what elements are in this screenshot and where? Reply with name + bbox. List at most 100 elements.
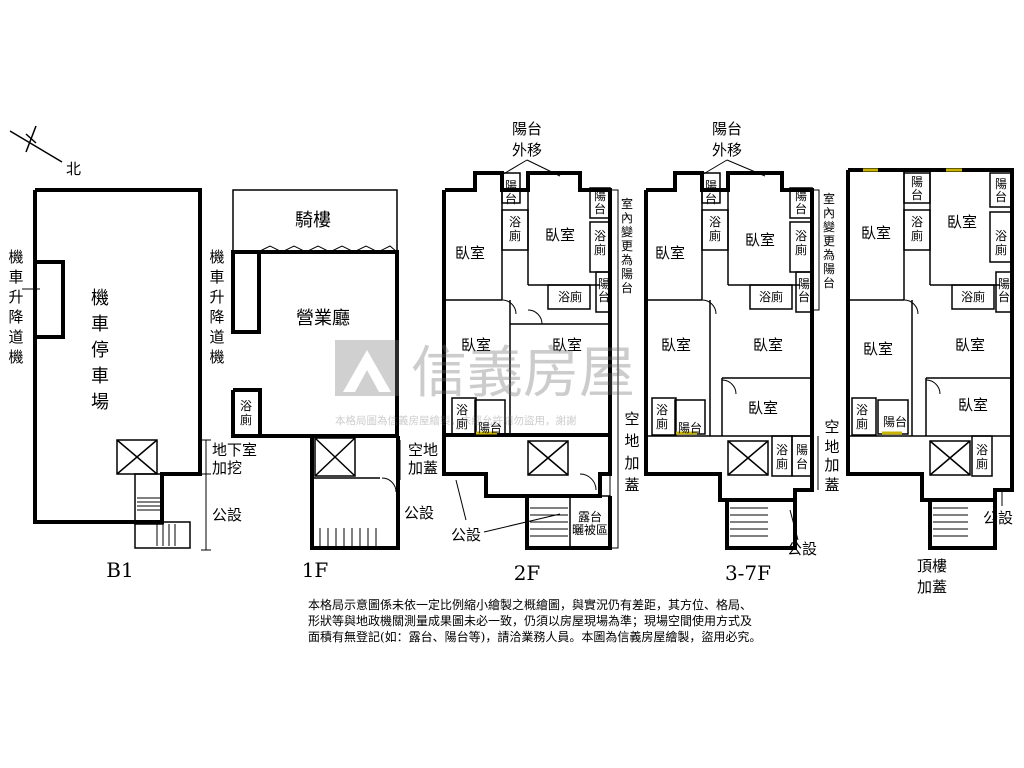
svg-text:加蓋: 加蓋 bbox=[408, 459, 438, 477]
watermark-logo: 信義房屋 本格局圖為信義房屋繪製，未經允許請勿盜用，謝謝 bbox=[335, 340, 635, 427]
svg-text:廁: 廁 bbox=[911, 228, 923, 243]
svg-text:浴廁: 浴廁 bbox=[759, 289, 783, 304]
floor-label-1f: 1F bbox=[302, 558, 329, 582]
svg-text:廁: 廁 bbox=[656, 416, 668, 431]
svg-text:台: 台 bbox=[995, 189, 1007, 204]
floor-3-7f: 臥室 臥室 臥室 臥室 臥室 陽 台 浴 廁 陽 台 浴 廁 陽 台 浴廁 浴 … bbox=[644, 120, 840, 585]
svg-text:為: 為 bbox=[823, 248, 835, 262]
svg-text:台: 台 bbox=[796, 456, 808, 471]
arcade-label: 騎樓 bbox=[295, 210, 331, 231]
watermark-sub: 本格局圖為信義房屋繪製，未經允許請勿盜用，謝謝 bbox=[335, 414, 577, 427]
svg-text:浴: 浴 bbox=[509, 215, 521, 229]
svg-text:蓋: 蓋 bbox=[824, 476, 839, 494]
svg-text:地下室: 地下室 bbox=[212, 441, 257, 459]
svg-text:外移: 外移 bbox=[512, 141, 542, 159]
svg-text:陽台: 陽台 bbox=[712, 120, 742, 138]
svg-text:加: 加 bbox=[824, 456, 839, 474]
svg-text:車: 車 bbox=[91, 314, 109, 335]
svg-text:升: 升 bbox=[8, 288, 23, 306]
svg-text:台: 台 bbox=[998, 289, 1010, 304]
svg-text:空: 空 bbox=[824, 418, 839, 436]
svg-text:浴: 浴 bbox=[856, 403, 868, 417]
svg-text:車: 車 bbox=[8, 268, 23, 286]
svg-text:陽: 陽 bbox=[823, 262, 835, 276]
svg-text:浴廁: 浴廁 bbox=[961, 289, 985, 304]
svg-text:臥室: 臥室 bbox=[455, 244, 485, 262]
svg-text:廁: 廁 bbox=[795, 242, 807, 257]
svg-text:更: 更 bbox=[621, 239, 633, 253]
svg-text:臥室: 臥室 bbox=[461, 336, 491, 354]
b1-lift-label: 機 車 升 降 道 機 bbox=[8, 248, 23, 366]
interior-changed-3-7f: 室 內 變 更 為 陽 台 bbox=[823, 191, 835, 290]
disclaimer-line-1: 本格局示意圖係未依一定比例縮小繪製之概繪圖，與實況仍有差距，其方位、格局、 bbox=[308, 598, 753, 612]
floor-label-rooftop-2: 加蓋 bbox=[917, 578, 947, 596]
svg-text:台: 台 bbox=[598, 289, 610, 304]
north-label: 北 bbox=[66, 160, 81, 178]
svg-text:浴: 浴 bbox=[594, 229, 606, 243]
svg-text:車: 車 bbox=[209, 268, 224, 286]
svg-text:浴: 浴 bbox=[795, 229, 807, 243]
svg-text:陽台: 陽台 bbox=[478, 420, 502, 435]
svg-text:陽: 陽 bbox=[598, 277, 610, 291]
floor-2f: 臥室 臥室 臥室 臥室 陽 台 浴 廁 陽 台 浴 廁 陽 台 浴廁 浴 廁 陽… bbox=[442, 120, 640, 585]
svg-text:陽台: 陽台 bbox=[678, 420, 702, 435]
svg-text:臥室: 臥室 bbox=[861, 224, 891, 242]
svg-text:台: 台 bbox=[823, 275, 835, 290]
balcony-moved-3-7f: 陽台 外移 bbox=[699, 120, 766, 177]
svg-text:廁: 廁 bbox=[594, 242, 606, 257]
svg-text:廁: 廁 bbox=[776, 456, 788, 471]
svg-text:陽: 陽 bbox=[594, 189, 606, 203]
svg-text:浴: 浴 bbox=[709, 215, 721, 229]
svg-text:臥室: 臥室 bbox=[748, 399, 778, 417]
public-label-2f: 公設 bbox=[451, 526, 481, 544]
svg-text:台: 台 bbox=[621, 280, 633, 295]
svg-text:浴: 浴 bbox=[976, 443, 988, 457]
floor-b1: 機 車 停 車 場 機 車 升 降 道 機 B1 地下室 加挖 公設 bbox=[8, 188, 257, 582]
svg-text:露台: 露台 bbox=[578, 509, 602, 524]
svg-text:台: 台 bbox=[705, 191, 717, 206]
svg-text:內: 內 bbox=[823, 206, 835, 220]
b1-parking-label: 機 車 停 車 場 bbox=[91, 288, 109, 413]
svg-text:陽: 陽 bbox=[505, 179, 517, 193]
svg-text:浴廁: 浴廁 bbox=[558, 289, 582, 304]
public-label-rooftop: 公設 bbox=[983, 509, 1013, 527]
svg-text:空: 空 bbox=[624, 410, 639, 428]
svg-text:外移: 外移 bbox=[712, 141, 742, 159]
disclaimer-line-3: 面積有無登記(如：露台、陽台等)，請洽業務人員。本圖為信義房屋繪製，盜用必究。 bbox=[308, 630, 762, 644]
svg-text:浴: 浴 bbox=[995, 229, 1007, 243]
svg-text:加挖: 加挖 bbox=[212, 459, 242, 477]
svg-text:曬被區: 曬被區 bbox=[572, 523, 608, 537]
svg-text:陽: 陽 bbox=[621, 267, 633, 281]
svg-text:機: 機 bbox=[91, 288, 109, 309]
svg-text:陽台: 陽台 bbox=[883, 414, 907, 429]
svg-text:浴: 浴 bbox=[911, 215, 923, 229]
svg-text:陽: 陽 bbox=[798, 277, 810, 291]
svg-text:陽: 陽 bbox=[705, 179, 717, 193]
svg-text:陽: 陽 bbox=[911, 175, 923, 189]
svg-text:陽: 陽 bbox=[995, 177, 1007, 191]
floor-label-3-7f: 3-7F bbox=[725, 561, 771, 585]
svg-text:臥室: 臥室 bbox=[661, 336, 691, 354]
svg-text:機: 機 bbox=[209, 348, 224, 366]
svg-text:地: 地 bbox=[824, 438, 839, 456]
svg-text:場: 場 bbox=[91, 392, 109, 413]
svg-text:機: 機 bbox=[209, 248, 224, 266]
svg-text:臥室: 臥室 bbox=[545, 226, 575, 244]
svg-text:變: 變 bbox=[823, 219, 835, 234]
svg-text:浴: 浴 bbox=[656, 403, 668, 417]
svg-text:浴: 浴 bbox=[456, 403, 468, 417]
svg-text:臥室: 臥室 bbox=[552, 336, 582, 354]
svg-text:加: 加 bbox=[624, 454, 639, 472]
svg-text:陽: 陽 bbox=[796, 443, 808, 457]
svg-text:機: 機 bbox=[8, 348, 23, 366]
svg-text:廁: 廁 bbox=[976, 456, 988, 471]
svg-text:浴: 浴 bbox=[776, 443, 788, 457]
svg-text:廁: 廁 bbox=[856, 416, 868, 431]
svg-text:廁: 廁 bbox=[709, 228, 721, 243]
svg-text:臥室: 臥室 bbox=[947, 213, 977, 231]
svg-text:臥室: 臥室 bbox=[958, 396, 988, 414]
svg-text:廁: 廁 bbox=[509, 228, 521, 243]
svg-text:車: 車 bbox=[91, 366, 109, 387]
